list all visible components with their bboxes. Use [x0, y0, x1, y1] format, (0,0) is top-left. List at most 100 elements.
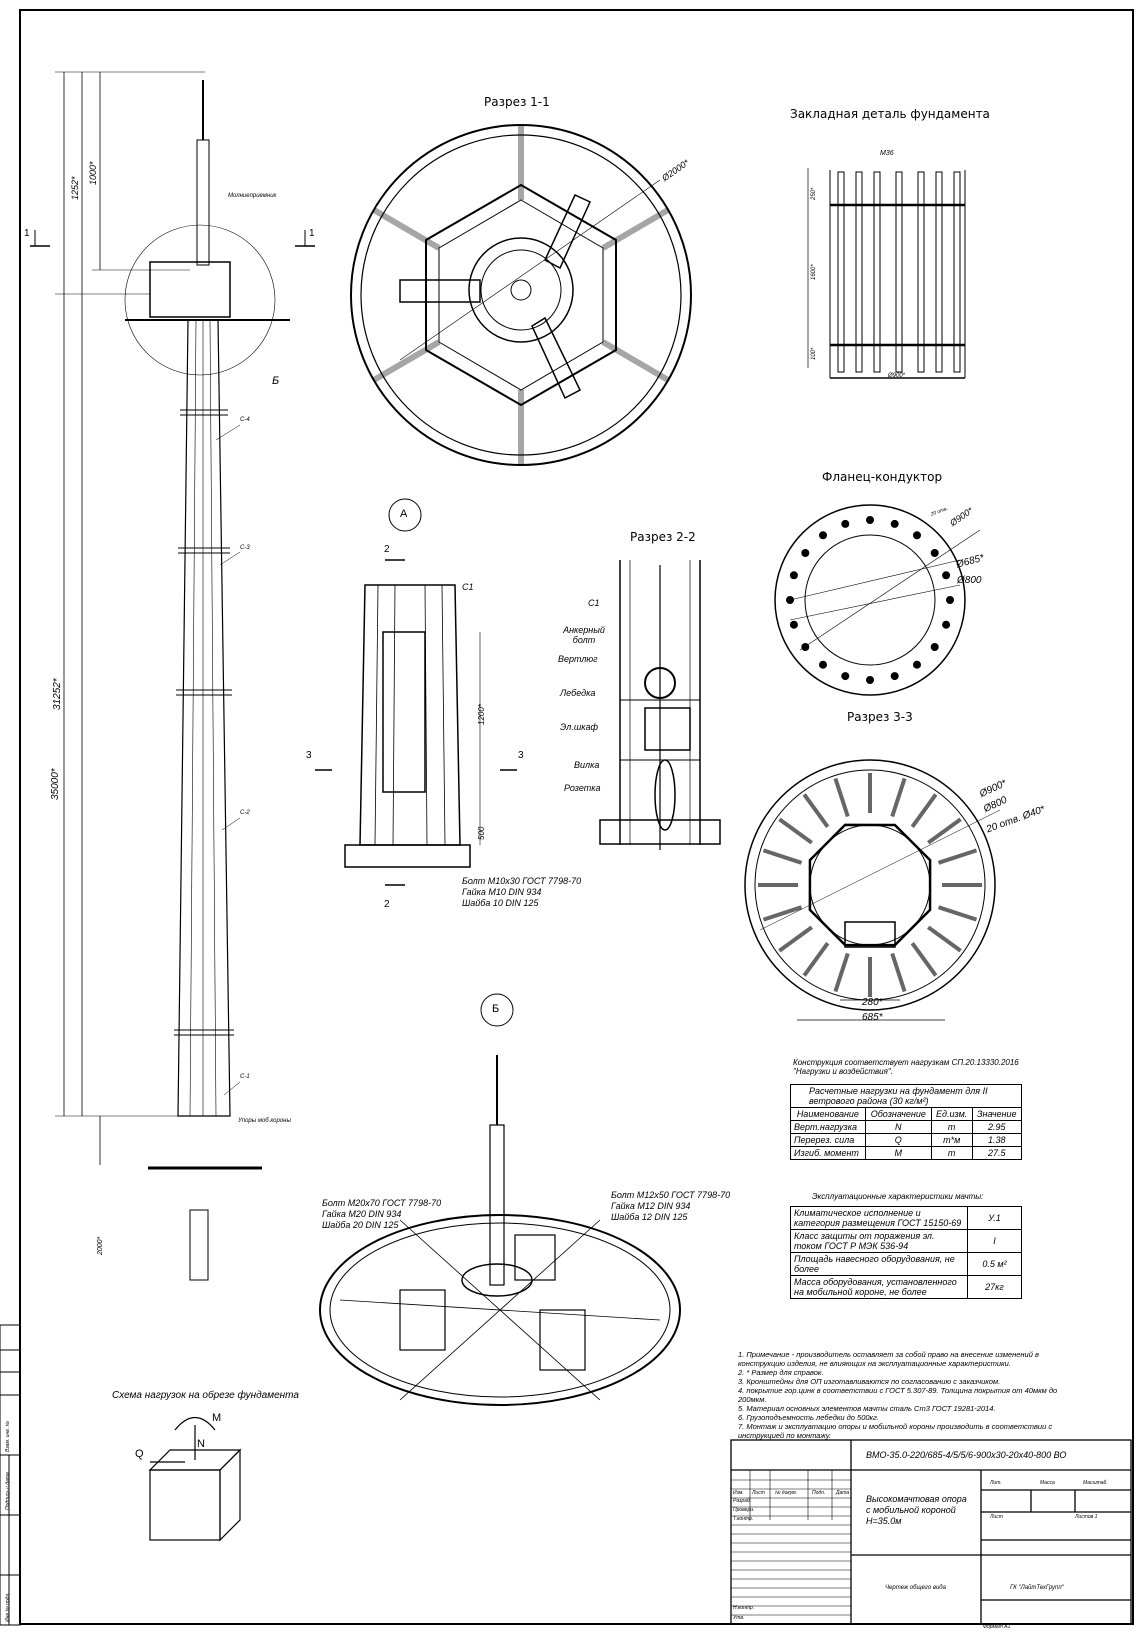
flange-hole: [942, 571, 951, 580]
dim-1252: 1252*: [70, 176, 80, 200]
section-rib: [762, 905, 803, 922]
tb-name-2: с мобильной короной: [866, 1505, 956, 1515]
loads-cell: т: [930, 1120, 973, 1134]
loads-cell: 27.5: [971, 1146, 1023, 1160]
view-b-hw-right-nut: Гайка М12 DIN 934: [611, 1201, 691, 1211]
callout-a: А: [400, 508, 408, 520]
label-section-c1: С-1: [240, 1074, 250, 1080]
tb-col-list: Лист: [752, 1490, 765, 1496]
section-rib: [927, 925, 962, 953]
label-s22-anchor: Анкерный болт: [563, 625, 605, 645]
label-s22-winch: Лебедка: [560, 688, 596, 698]
loads-cell: 1.38: [971, 1133, 1023, 1147]
stamp-vzam-inv: Взам. инв. №: [5, 1421, 11, 1452]
title-section-3-3: Разрез 3-3: [847, 710, 913, 724]
flange-hole: [819, 660, 827, 669]
loads-cell: Изгиб. момент: [790, 1146, 866, 1160]
dim-d900-embed: Ø900*: [888, 373, 906, 379]
table-row: Площадь навесного оборудования, не более…: [790, 1252, 1022, 1276]
section-rib: [937, 905, 978, 922]
tb-masshtab: Масштаб: [1083, 1480, 1107, 1486]
tb-list-label: Лист: [990, 1514, 1003, 1520]
dim-100: 100*: [811, 347, 817, 360]
view-b-hw-left-bolt: Болт М20х70 ГОСТ 7798-70: [322, 1198, 442, 1208]
side-stamp: [0, 1324, 21, 1626]
flange-hole: [930, 549, 939, 557]
view-b-drawing: [319, 993, 681, 1406]
table-row: Климатическое исполнение и категория раз…: [790, 1206, 1022, 1230]
load-n: N: [197, 1438, 205, 1450]
tb-massa: Масса: [1040, 1480, 1055, 1486]
section-rib: [778, 925, 813, 953]
tb-format: Формат А1: [983, 1624, 1011, 1630]
view-a-hardware-washer: Шайба 10 DIN 125: [462, 898, 539, 908]
callout-b-mast: Б: [272, 375, 280, 387]
loads-header-value: Значение: [971, 1107, 1023, 1121]
flange-drawing: [774, 504, 981, 696]
title-flange-conductor: Фланец-кондуктор: [822, 470, 943, 484]
title-block-grid: [731, 1470, 851, 1616]
loads-cell: Q: [864, 1133, 932, 1147]
dim-31252: 31252*: [52, 678, 63, 710]
section-rib: [802, 942, 830, 977]
loads-cell: M: [864, 1146, 932, 1160]
flange-hole: [930, 643, 939, 651]
dim-250: 250*: [811, 187, 817, 200]
tb-nkontr: Н.контр.: [733, 1605, 755, 1611]
view-b-hw-right-washer: Шайба 12 DIN 125: [611, 1212, 688, 1222]
loads-table-caption: Расчетные нагрузки на фундамент для II в…: [790, 1084, 1022, 1108]
label-s22-swivel: Вертлюг: [558, 654, 598, 664]
loads-cell: N: [864, 1120, 932, 1134]
specs-caption: Эксплуатационные характеристики мачты:: [812, 1192, 984, 1201]
tb-lit: Лит.: [990, 1480, 1002, 1486]
specs-cell: У.1: [967, 1206, 1022, 1230]
flange-hole: [789, 571, 798, 580]
flange-hole: [786, 596, 794, 604]
flange-hole: [866, 676, 874, 684]
label-section-c2: С-2: [240, 810, 250, 816]
specs-table: Климатическое исполнение и категория раз…: [790, 1206, 1022, 1299]
note-item: 5. Материал основных элементов мачты ста…: [738, 1404, 996, 1413]
tb-col-data: Дата: [836, 1490, 850, 1496]
label-s22-plug: Вилка: [574, 760, 600, 770]
section-rib: [833, 952, 850, 993]
flange-hole: [801, 643, 810, 651]
view-a-hardware-bolt: Болт М10х30 ГОСТ 7798-70: [462, 876, 582, 886]
specs-cell: Площадь навесного оборудования, не более: [790, 1252, 968, 1276]
label-section-c3: С-3: [240, 545, 250, 551]
dim-2000: 2000*: [97, 1236, 104, 1255]
specs-cell: 27кг: [967, 1275, 1022, 1299]
tb-col-podp: Подп.: [812, 1490, 826, 1496]
tb-utv: Утв.: [733, 1615, 745, 1621]
tb-listov: Листов 1: [1075, 1514, 1098, 1520]
title-block-frame: [730, 1439, 1132, 1625]
view-a-drawing: [315, 498, 517, 886]
section-rib: [833, 777, 850, 818]
tb-col-ndok: № докум.: [775, 1490, 798, 1496]
compliance-text: Конструкция соответствует нагрузкам СП.2…: [793, 1058, 1019, 1076]
load-scheme-drawing: [148, 1416, 242, 1542]
label-section-c4: С-4: [240, 417, 250, 423]
tb-code: ВМО-35.0-220/685-4/5/5/6-900х30-20х40-80…: [866, 1450, 1067, 1460]
specs-cell: Класс защиты от поражения эл. током ГОСТ…: [790, 1229, 968, 1253]
section-rib: [762, 848, 803, 865]
section-1-1-drawing: [350, 124, 692, 466]
table-row: Изгиб. момент M т 27.5: [790, 1146, 1023, 1160]
dim-1600: 1600*: [811, 264, 817, 280]
notes-list: 1. Примечание - производитель оставляет …: [738, 1350, 1068, 1440]
cut-2-bottom: 2: [384, 899, 390, 910]
section-rib: [937, 848, 978, 865]
title-section-2-2: Разрез 2-2: [630, 530, 696, 544]
table-row: Верт.нагрузка N т 2.95: [790, 1120, 1023, 1134]
section-rib: [890, 777, 907, 818]
note-item: 1. Примечание - производитель оставляет …: [738, 1350, 1039, 1368]
tb-doc-type: Чертеж общего вида: [885, 1585, 946, 1591]
flange-hole: [946, 596, 954, 604]
load-m: M: [212, 1412, 222, 1424]
loads-cell: Верт.нагрузка: [790, 1120, 866, 1134]
section-rib: [910, 942, 938, 977]
label-crown-stops: Упоры моб.короны: [238, 1118, 291, 1124]
view-b-hw-left-washer: Шайба 20 DIN 125: [322, 1220, 399, 1230]
view-b-hw-left-nut: Гайка М20 DIN 934: [322, 1209, 402, 1219]
